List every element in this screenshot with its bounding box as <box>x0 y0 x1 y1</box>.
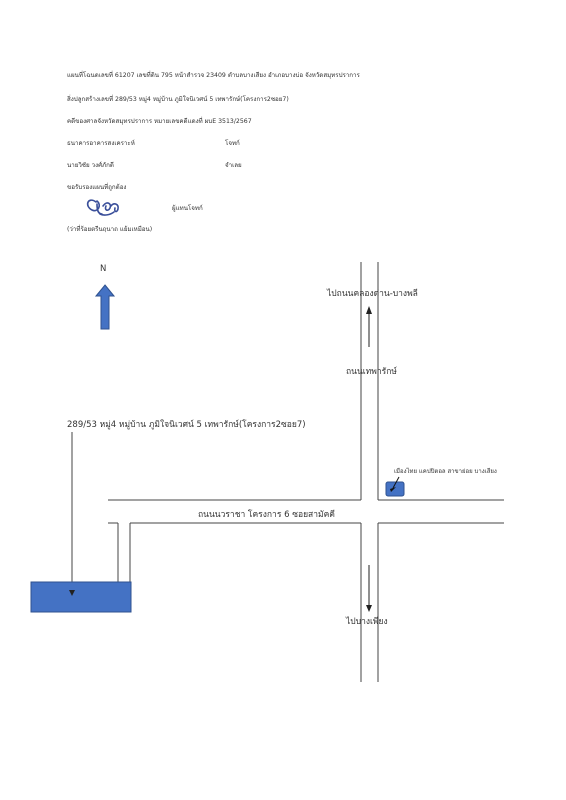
signature-role: ผู้แทนโจทก์ <box>172 205 203 212</box>
thepharak-road-label: ถนนเทพารักษ์ <box>346 367 397 377</box>
down-arrowhead <box>366 605 372 612</box>
to-klong-label: ไปถนนคลองด่าน-บางพลี <box>327 289 418 299</box>
landmark-marker <box>385 481 405 497</box>
certify-text: ขอรับรองแผนที่ถูกต้อง <box>67 184 127 191</box>
north-label: N <box>100 264 107 274</box>
property-block <box>30 581 132 613</box>
property-arrowhead <box>69 590 75 596</box>
plaintiff-role: โจทก์ <box>225 140 240 147</box>
case-number-line: คดีของศาลจังหวัดสมุทรปราการ หมายเลขคดีแด… <box>67 118 252 125</box>
landmark-pointer <box>392 476 400 489</box>
to-bangsiang-label: ไปบางเพียง <box>346 617 388 627</box>
header-title-line: แผนที่โฉนดเลขที่ 61207 เลขที่ดิน 795 หน้… <box>67 72 360 79</box>
defendant-role: จำเลย <box>225 162 242 169</box>
plaintiff-name: ธนาคารอาคารสงเคราะห์ <box>67 140 135 147</box>
address-label: 289/53 หมู่4 หมู่บ้าน ภูมิใจนิเวศน์ 5 เท… <box>67 420 306 430</box>
up-arrowhead <box>366 306 372 314</box>
north-arrow-icon <box>94 284 116 330</box>
defendant-name: นายวิชัย วงศ์ภักดี <box>67 162 114 169</box>
nawaracha-road-label: ถนนนวราชา โครงการ 6 ซอยสามัคคี <box>198 510 335 520</box>
landmark-arrowhead <box>390 487 396 492</box>
building-line: สิ่งปลูกสร้างเลขที่ 289/53 หมู่4 หมู่บ้า… <box>67 96 289 103</box>
landmark-label: เมืองไทย แคปปิตอล สาขาย่อย บางเสียง <box>394 468 497 475</box>
signer-name: (ว่าที่ร้อยตรีนฤนาถ แย้มเหมือน) <box>67 226 153 233</box>
